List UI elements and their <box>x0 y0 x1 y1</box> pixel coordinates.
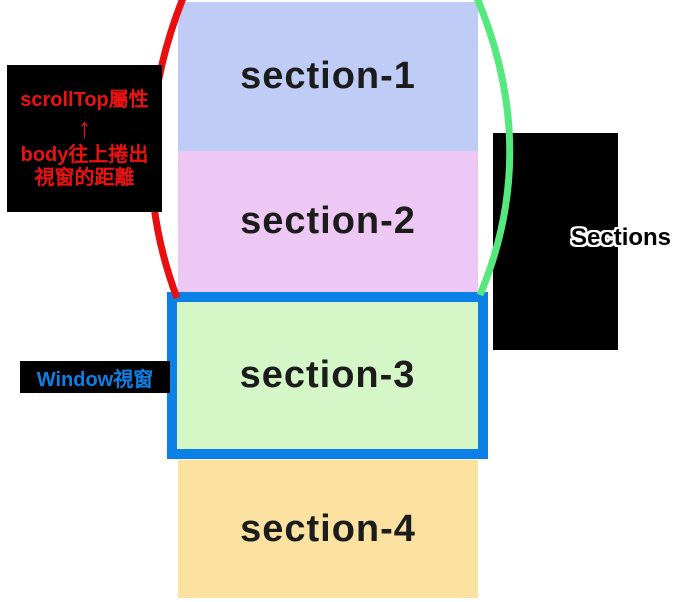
window-viewport-label-box: Window視窗 <box>20 361 170 393</box>
window-viewport-label: Window視窗 <box>36 368 154 391</box>
scrolltop-description-line1: body往上捲出 <box>20 144 149 166</box>
section-3-label: section-3 <box>239 354 416 396</box>
right-annotation-text: Sections <box>571 224 672 251</box>
section-4-label: section-4 <box>240 507 416 550</box>
section-2-box: section-2 <box>178 151 478 292</box>
up-arrow-icon: ↑ <box>77 113 92 143</box>
scrolltop-property-label: scrollTop屬性 <box>20 89 149 111</box>
right-annotation-box <box>493 133 618 350</box>
section-4-box: section-4 <box>178 460 478 598</box>
scrolltop-description-line2: 視窗的距離 <box>34 167 135 189</box>
section-1-label: section-1 <box>240 55 416 97</box>
scrolltop-annotation-box: scrollTop屬性 ↑ body往上捲出 視窗的距離 <box>7 65 162 212</box>
section-2-label: section-2 <box>240 200 416 242</box>
section-1-box: section-1 <box>178 2 478 151</box>
window-viewport-box: section-3 <box>167 292 488 459</box>
